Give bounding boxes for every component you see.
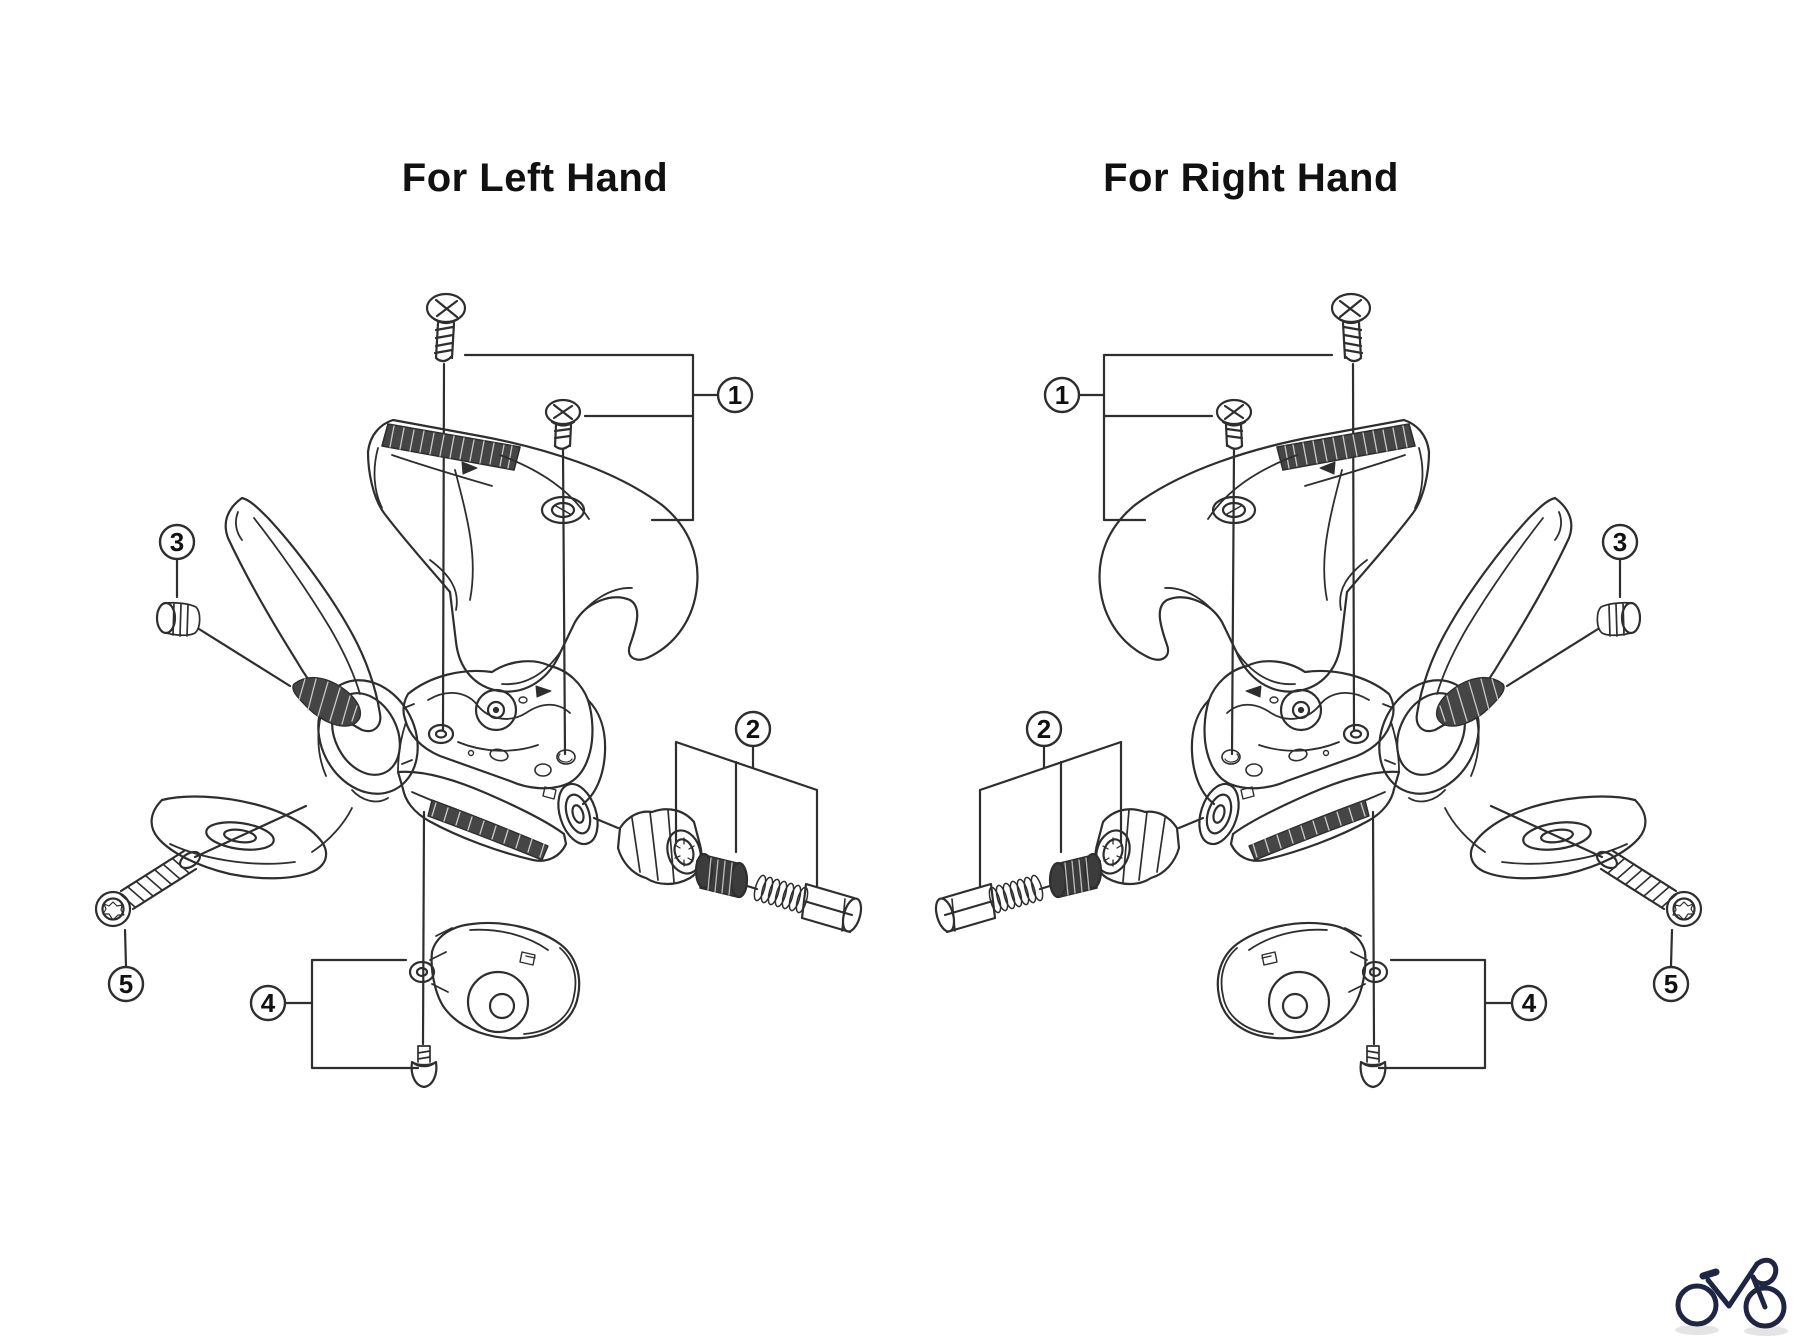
callout-balloon-left-4: 4	[249, 984, 287, 1022]
callout-balloons: 1 2 3 4 5 1	[107, 376, 1690, 1022]
callout-number: 1	[1055, 380, 1069, 410]
callout-number: 3	[170, 527, 184, 557]
right-diagram-title: For Right Hand	[1103, 156, 1399, 200]
callout-balloon-right-3: 3	[1601, 523, 1639, 561]
callout-number: 5	[119, 969, 133, 999]
callout-balloon-right-1: 1	[1043, 376, 1081, 414]
callout-number: 5	[1664, 969, 1678, 999]
callout-balloon-right-5: 5	[1652, 965, 1690, 1003]
right-shifter-diagram	[931, 292, 1703, 1089]
callout-balloon-left-1: 1	[716, 376, 754, 414]
callout-number: 4	[261, 988, 276, 1018]
callout-balloon-left-2: 2	[734, 710, 772, 748]
callout-balloon-right-2: 2	[1025, 710, 1063, 748]
callout-number: 2	[1037, 714, 1051, 744]
left-shifter-diagram	[94, 292, 866, 1089]
callout-balloon-left-3: 3	[158, 523, 196, 561]
callout-number: 3	[1613, 527, 1627, 557]
left-diagram-title: For Left Hand	[401, 156, 669, 200]
callout-balloon-right-4: 4	[1510, 984, 1548, 1022]
callout-number: 2	[746, 714, 760, 744]
callout-number: 4	[1522, 988, 1537, 1018]
callout-number: 1	[728, 380, 742, 410]
callout-balloon-left-5: 5	[107, 965, 145, 1003]
bicycle-logo-icon	[1675, 1257, 1788, 1336]
